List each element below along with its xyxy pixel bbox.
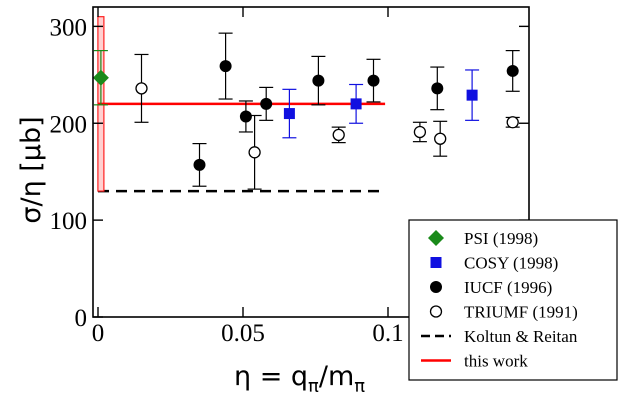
x-tick-label: 0.1 — [372, 320, 403, 347]
legend-label: this work — [464, 352, 528, 371]
cosy-point — [350, 98, 362, 110]
x-tick-label: 0 — [92, 320, 105, 347]
plot-area — [92, 16, 520, 193]
legend: PSI (1998) COSY (1998) IUCF (1996) TRIUMF (… — [408, 219, 618, 381]
y-axis-title: σ/η [μb] — [16, 116, 47, 223]
y-tick-label: 0 — [75, 305, 88, 332]
legend-label: IUCF (1996) — [464, 278, 552, 297]
triumf-point — [248, 146, 261, 159]
x-tick-label: 0.05 — [221, 320, 265, 347]
x-axis-title-sub2: π — [354, 376, 365, 397]
legend-symbol — [430, 257, 442, 268]
cosy-point — [466, 89, 478, 101]
legend-label: COSY (1998) — [464, 254, 558, 273]
legend-symbol — [429, 305, 443, 318]
iucf-point — [239, 110, 252, 123]
psi-point — [92, 69, 109, 86]
iucf-point — [312, 74, 325, 87]
iucf-point — [193, 158, 206, 171]
legend-box — [408, 219, 618, 381]
triumf-point — [135, 82, 148, 95]
legend-label: Koltun & Reitan — [464, 327, 578, 346]
legend-symbol — [430, 281, 442, 293]
y-tick-label: 200 — [50, 111, 88, 138]
iucf-point — [367, 74, 380, 87]
x-axis-title-main: η = q — [234, 361, 308, 392]
iucf-point — [219, 60, 232, 73]
axis-ticks: 0 0.05 0.1 0 100 200 300 — [50, 7, 529, 347]
x-axis-title: η = qπ/mπ — [234, 361, 365, 397]
triumf-point — [332, 128, 345, 142]
x-axis-title-mid: /m — [319, 361, 354, 392]
legend-symbol — [428, 230, 444, 246]
iucf-point — [431, 82, 444, 95]
iucf-point — [506, 64, 519, 77]
x-axis-title-sub1: π — [308, 376, 319, 397]
legend-label: TRIUMF (1991) — [464, 303, 578, 322]
triumf-point — [413, 125, 427, 139]
y-tick-label: 300 — [50, 14, 88, 41]
triumf-point — [434, 132, 447, 145]
legend-label: PSI (1998) — [464, 229, 538, 248]
cosy-point — [283, 108, 295, 120]
plot-frame — [92, 6, 530, 318]
y-tick-label: 100 — [50, 208, 88, 235]
triumf-point — [506, 116, 519, 129]
iucf-point — [260, 97, 273, 110]
